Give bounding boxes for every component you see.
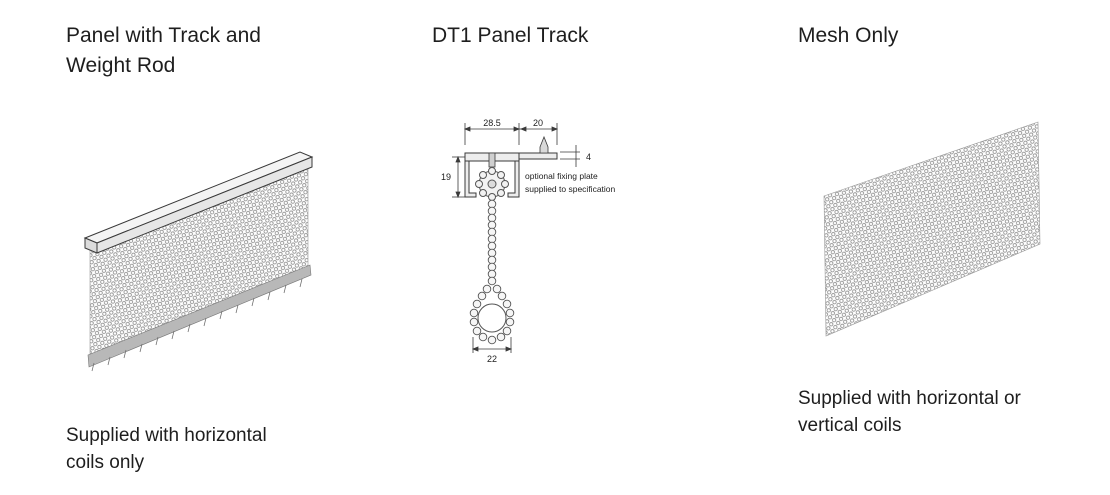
- mesh-panel-with-track-icon: [83, 151, 314, 372]
- column-title-line-1: DT1 Panel Track: [432, 24, 589, 47]
- caption-line-1: Supplied with horizontal: [66, 425, 267, 446]
- column-title-mesh-only: Mesh Only: [798, 21, 898, 51]
- caption-mesh-only: Supplied with horizontal or vertical coi…: [798, 385, 1021, 439]
- dimension-plate-width: 20: [533, 118, 543, 128]
- caption-panel-with-track: Supplied with horizontal coils only: [66, 422, 267, 476]
- dimension-width-top: 28.5: [483, 118, 501, 128]
- panel-track-cross-section-icon: 28.5 20 4 19 22 optional fixing plate su…: [441, 118, 616, 364]
- caption-line-1: Supplied with horizontal or: [798, 388, 1021, 409]
- column-title-dt1-panel-track: DT1 Panel Track: [432, 21, 588, 51]
- column-title-panel-with-track: Panel with Track and Weight Rod: [66, 21, 261, 81]
- caption-line-2: coils only: [66, 452, 145, 473]
- column-title-line-1: Panel with Track and: [66, 24, 261, 47]
- dimension-height: 19: [441, 172, 451, 182]
- column-title-line-1: Mesh Only: [798, 24, 899, 47]
- fixing-plate-note-line-2: supplied to specification: [525, 184, 616, 194]
- caption-line-2: vertical coils: [798, 415, 902, 436]
- fixing-plate-note-line-1: optional fixing plate: [525, 171, 598, 181]
- column-title-line-2: Weight Rod: [66, 54, 176, 77]
- dimension-rod: 22: [487, 354, 497, 364]
- mesh-only-icon: [823, 121, 1041, 337]
- dimension-plate-thickness: 4: [586, 152, 591, 162]
